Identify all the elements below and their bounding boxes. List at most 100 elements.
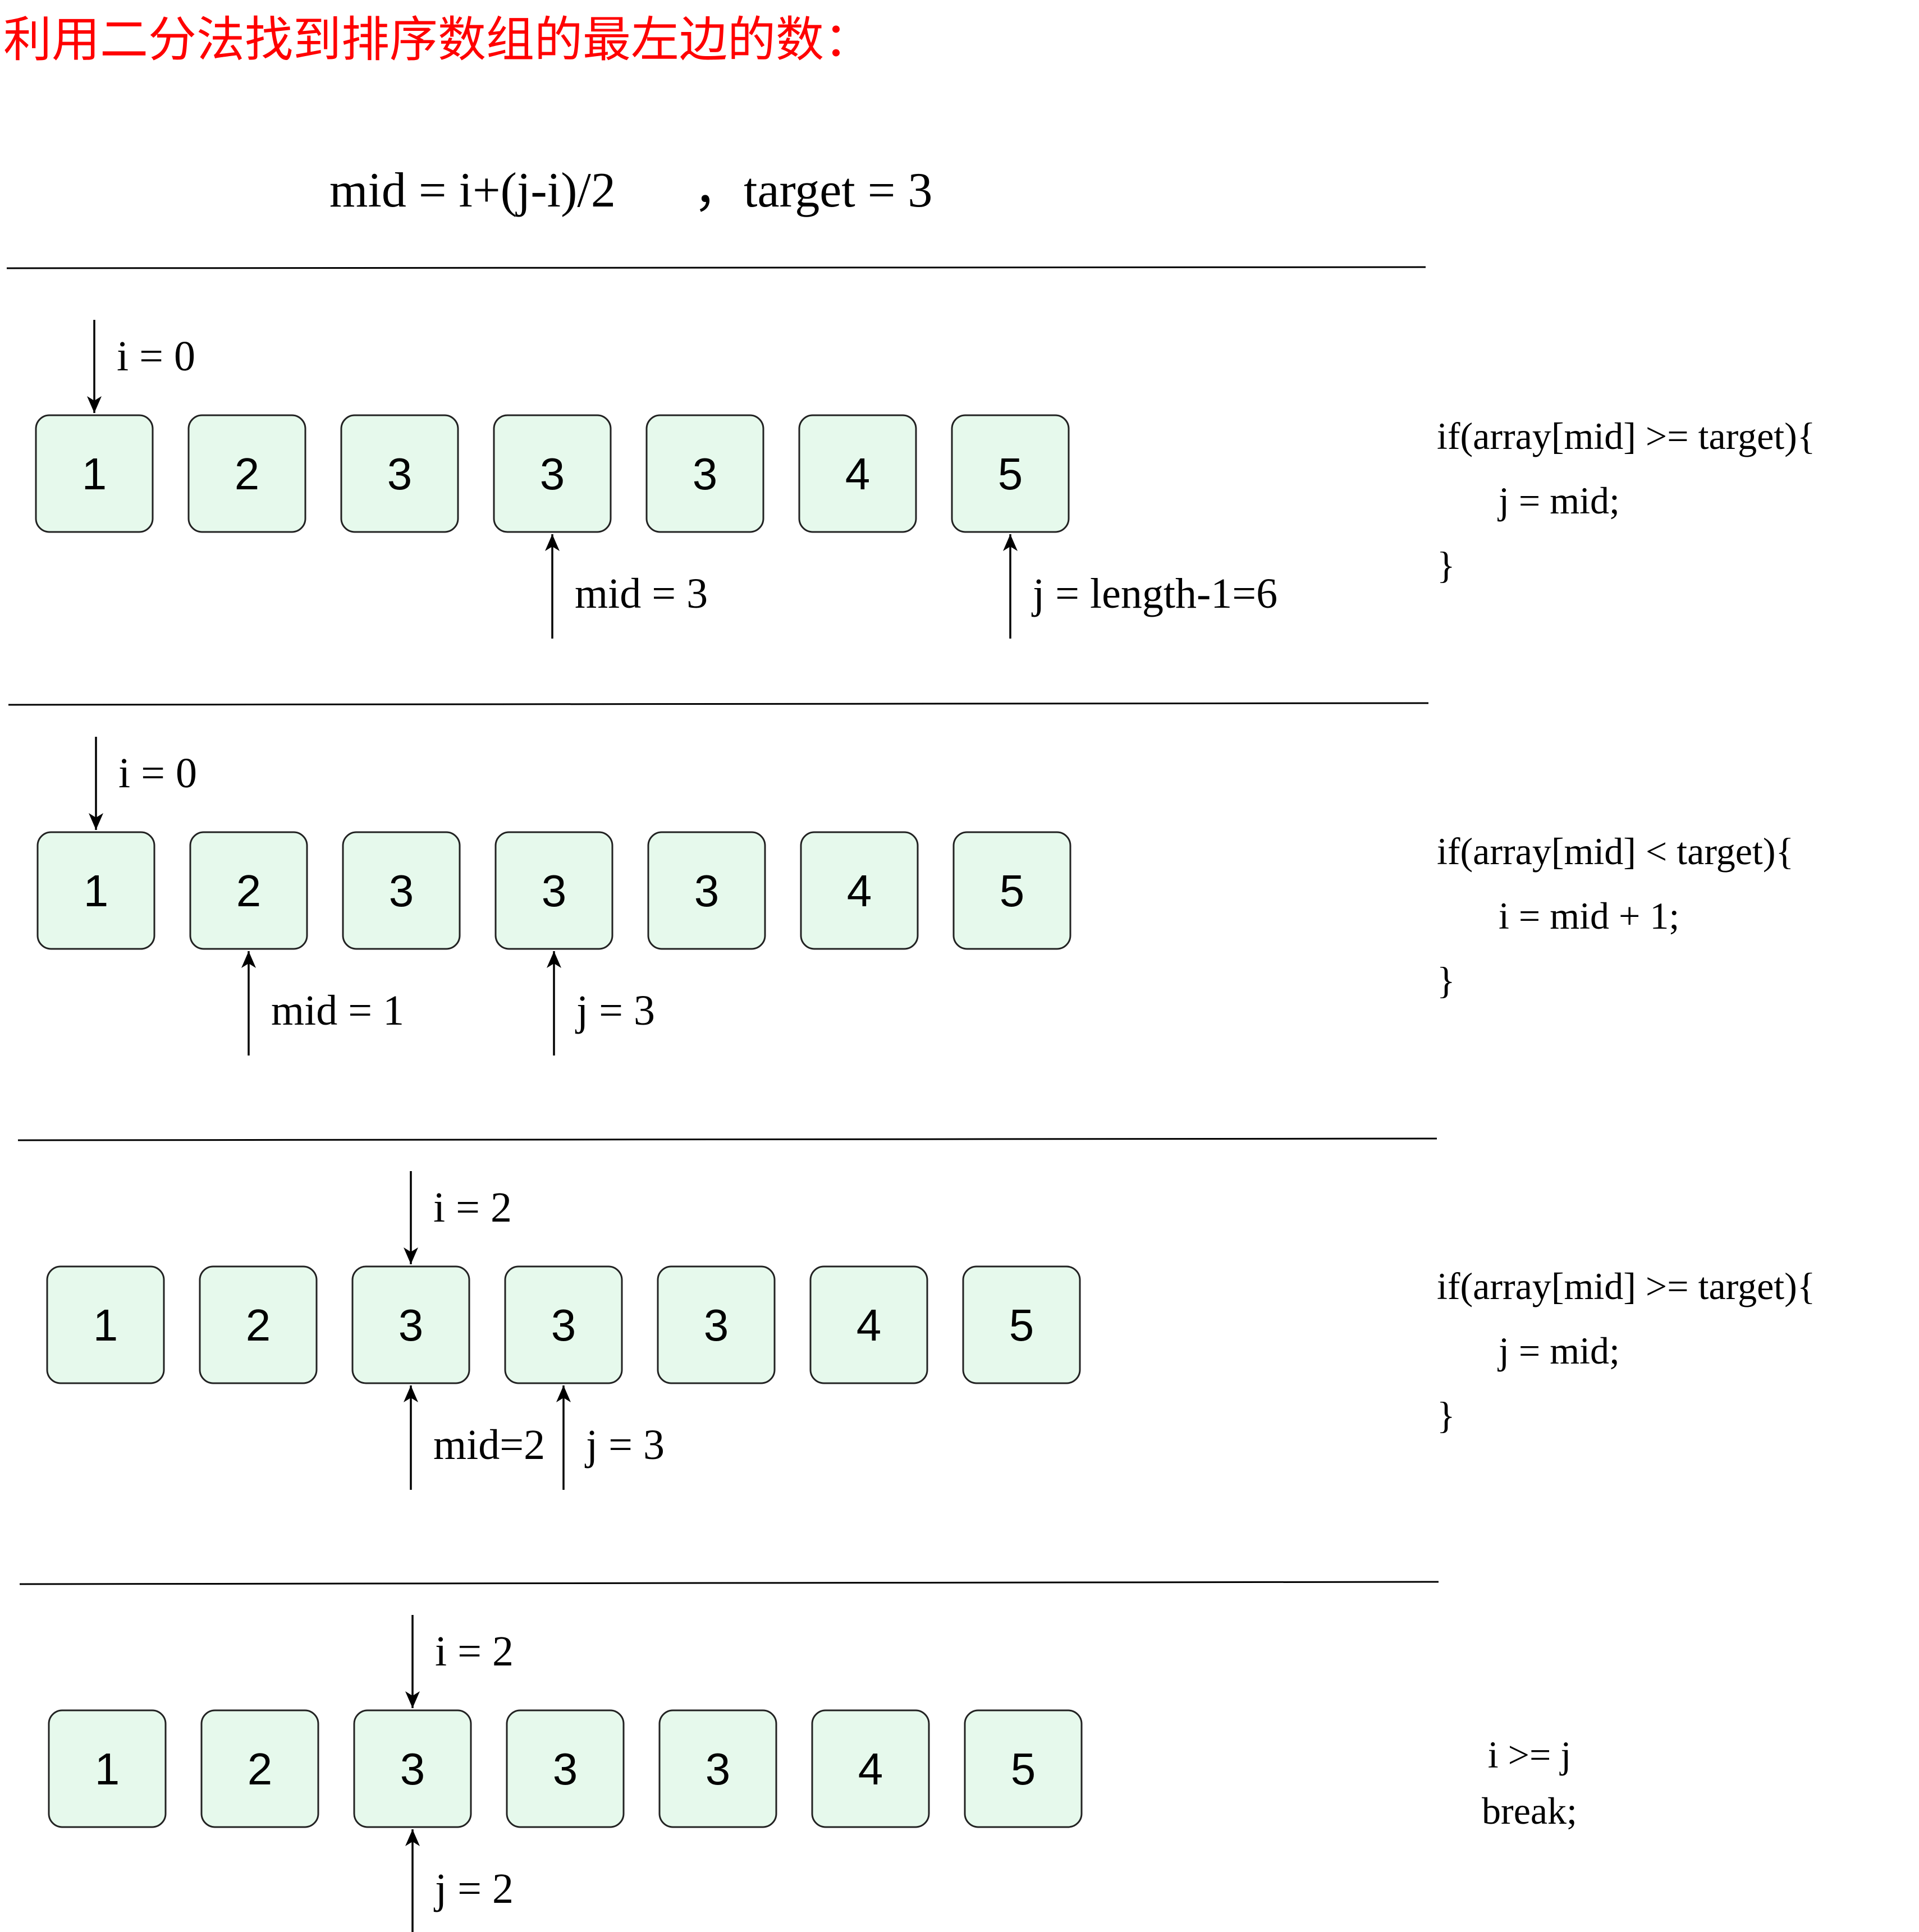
array-cell-box xyxy=(658,1709,777,1828)
array-cell-box xyxy=(48,1709,167,1828)
array-cell: 3 xyxy=(351,1265,470,1384)
array-cell-value: 3 xyxy=(553,1744,578,1794)
pointer-arrow-head xyxy=(545,534,560,551)
target-formula: target = 3 xyxy=(744,163,932,218)
array-cell: 4 xyxy=(811,1709,930,1828)
pointer-j-arrow xyxy=(405,1829,420,1932)
code-line: i >= j xyxy=(1488,1733,1571,1776)
array-cell: 3 xyxy=(340,414,459,533)
pointer-j-arrow xyxy=(547,951,561,1056)
pointer-i-label: i = 2 xyxy=(435,1628,514,1675)
array-cell: 3 xyxy=(645,414,764,533)
pointer-mid-label: mid = 3 xyxy=(575,570,708,617)
array-cell: 2 xyxy=(189,831,308,950)
array-cell-value: 3 xyxy=(387,449,413,499)
array-cell: 3 xyxy=(657,1265,776,1384)
array-cell-box xyxy=(199,1265,318,1384)
array-cell-value: 5 xyxy=(1000,866,1025,916)
array-cell-box xyxy=(494,831,613,950)
array-cell-box xyxy=(811,1709,930,1828)
array-cell-value: 2 xyxy=(236,866,262,916)
pointer-i-arrow xyxy=(87,320,102,413)
pointer-mid-label: mid=2 xyxy=(433,1421,545,1468)
array-cell-box xyxy=(351,1265,470,1384)
formula-separator: ， xyxy=(693,163,743,218)
array-cell-box xyxy=(952,831,1071,950)
array-cell: 3 xyxy=(658,1709,777,1828)
pointer-j-arrow xyxy=(1003,534,1018,639)
pointer-arrow-head xyxy=(1003,534,1018,551)
array-cell-box xyxy=(189,831,308,950)
code-line: j = mid; xyxy=(1497,479,1620,522)
array-cell: 2 xyxy=(199,1265,318,1384)
pointer-mid-arrow xyxy=(545,534,560,639)
array-cell-value: 1 xyxy=(93,1300,118,1350)
pointer-j-label: j = 3 xyxy=(584,1421,665,1468)
array-cell-value: 4 xyxy=(857,1300,882,1350)
pointer-i-arrow xyxy=(405,1615,420,1708)
array-cell-box xyxy=(964,1709,1083,1828)
pointer-arrow-head xyxy=(405,1691,420,1708)
array-cell: 1 xyxy=(35,414,154,533)
pointer-arrow-head xyxy=(89,813,103,830)
array-cell: 5 xyxy=(962,1265,1081,1384)
pointer-arrow-head xyxy=(404,1247,418,1264)
array-cell-value: 3 xyxy=(542,866,567,916)
code-line: } xyxy=(1437,959,1455,1002)
array-cell-value: 3 xyxy=(551,1300,576,1350)
array-cell-box xyxy=(809,1265,928,1384)
array-cell: 4 xyxy=(809,1265,928,1384)
code-line: } xyxy=(1437,544,1455,586)
array-cell-value: 3 xyxy=(694,866,720,916)
array-cell-box xyxy=(46,1265,165,1384)
pointer-mid-arrow xyxy=(404,1385,418,1490)
code-line: break; xyxy=(1482,1789,1577,1832)
diagram-heading: 利用二分法找到排序数组的最左边的数： xyxy=(3,13,872,67)
array-cell-value: 2 xyxy=(235,449,260,499)
pointer-i-arrow xyxy=(89,737,103,830)
array-cell-box xyxy=(200,1709,319,1828)
array-cell-value: 3 xyxy=(706,1744,731,1794)
code-line: if(array[mid] >= target){ xyxy=(1437,1265,1815,1307)
pointer-i-label: i = 0 xyxy=(117,333,195,380)
array-cell-box xyxy=(353,1709,472,1828)
array-cell-box xyxy=(951,414,1070,533)
array-cell: 3 xyxy=(493,414,612,533)
code-line: j = mid; xyxy=(1497,1329,1620,1372)
array-cell-box xyxy=(36,831,155,950)
code-line: if(array[mid] < target){ xyxy=(1437,830,1794,873)
code-block: if(array[mid] >= target){j = mid;} xyxy=(1437,415,1815,586)
pointer-mid-arrow xyxy=(241,951,256,1056)
array-cell-box xyxy=(798,414,917,533)
code-line: i = mid + 1; xyxy=(1499,894,1679,937)
code-block: if(array[mid] >= target){j = mid;} xyxy=(1437,1265,1815,1437)
array-cell-value: 3 xyxy=(540,449,565,499)
pointer-arrow-head xyxy=(404,1385,418,1402)
array-cell-box xyxy=(493,414,612,533)
array-cell: 5 xyxy=(951,414,1070,533)
pointer-arrow-head xyxy=(547,951,561,968)
array-cell: 1 xyxy=(48,1709,167,1828)
divider-line xyxy=(6,266,1426,269)
code-block: if(array[mid] < target){ i = mid + 1;} xyxy=(1437,830,1794,1002)
pointer-arrow-head xyxy=(87,396,102,413)
array-cell-value: 1 xyxy=(84,866,109,916)
array-cell-value: 2 xyxy=(246,1300,271,1350)
array-cell: 4 xyxy=(800,831,919,950)
pointer-i-label: i = 2 xyxy=(433,1184,512,1231)
array-cell-value: 2 xyxy=(248,1744,273,1794)
array-cell-box xyxy=(962,1265,1081,1384)
array-cell-value: 4 xyxy=(847,866,872,916)
array-cell: 1 xyxy=(36,831,155,950)
array-cell: 2 xyxy=(187,414,306,533)
array-cell-box xyxy=(340,414,459,533)
array-cell-value: 5 xyxy=(1011,1744,1036,1794)
array-cell-box xyxy=(657,1265,776,1384)
array-cell-box xyxy=(506,1709,625,1828)
array-cell-box xyxy=(187,414,306,533)
